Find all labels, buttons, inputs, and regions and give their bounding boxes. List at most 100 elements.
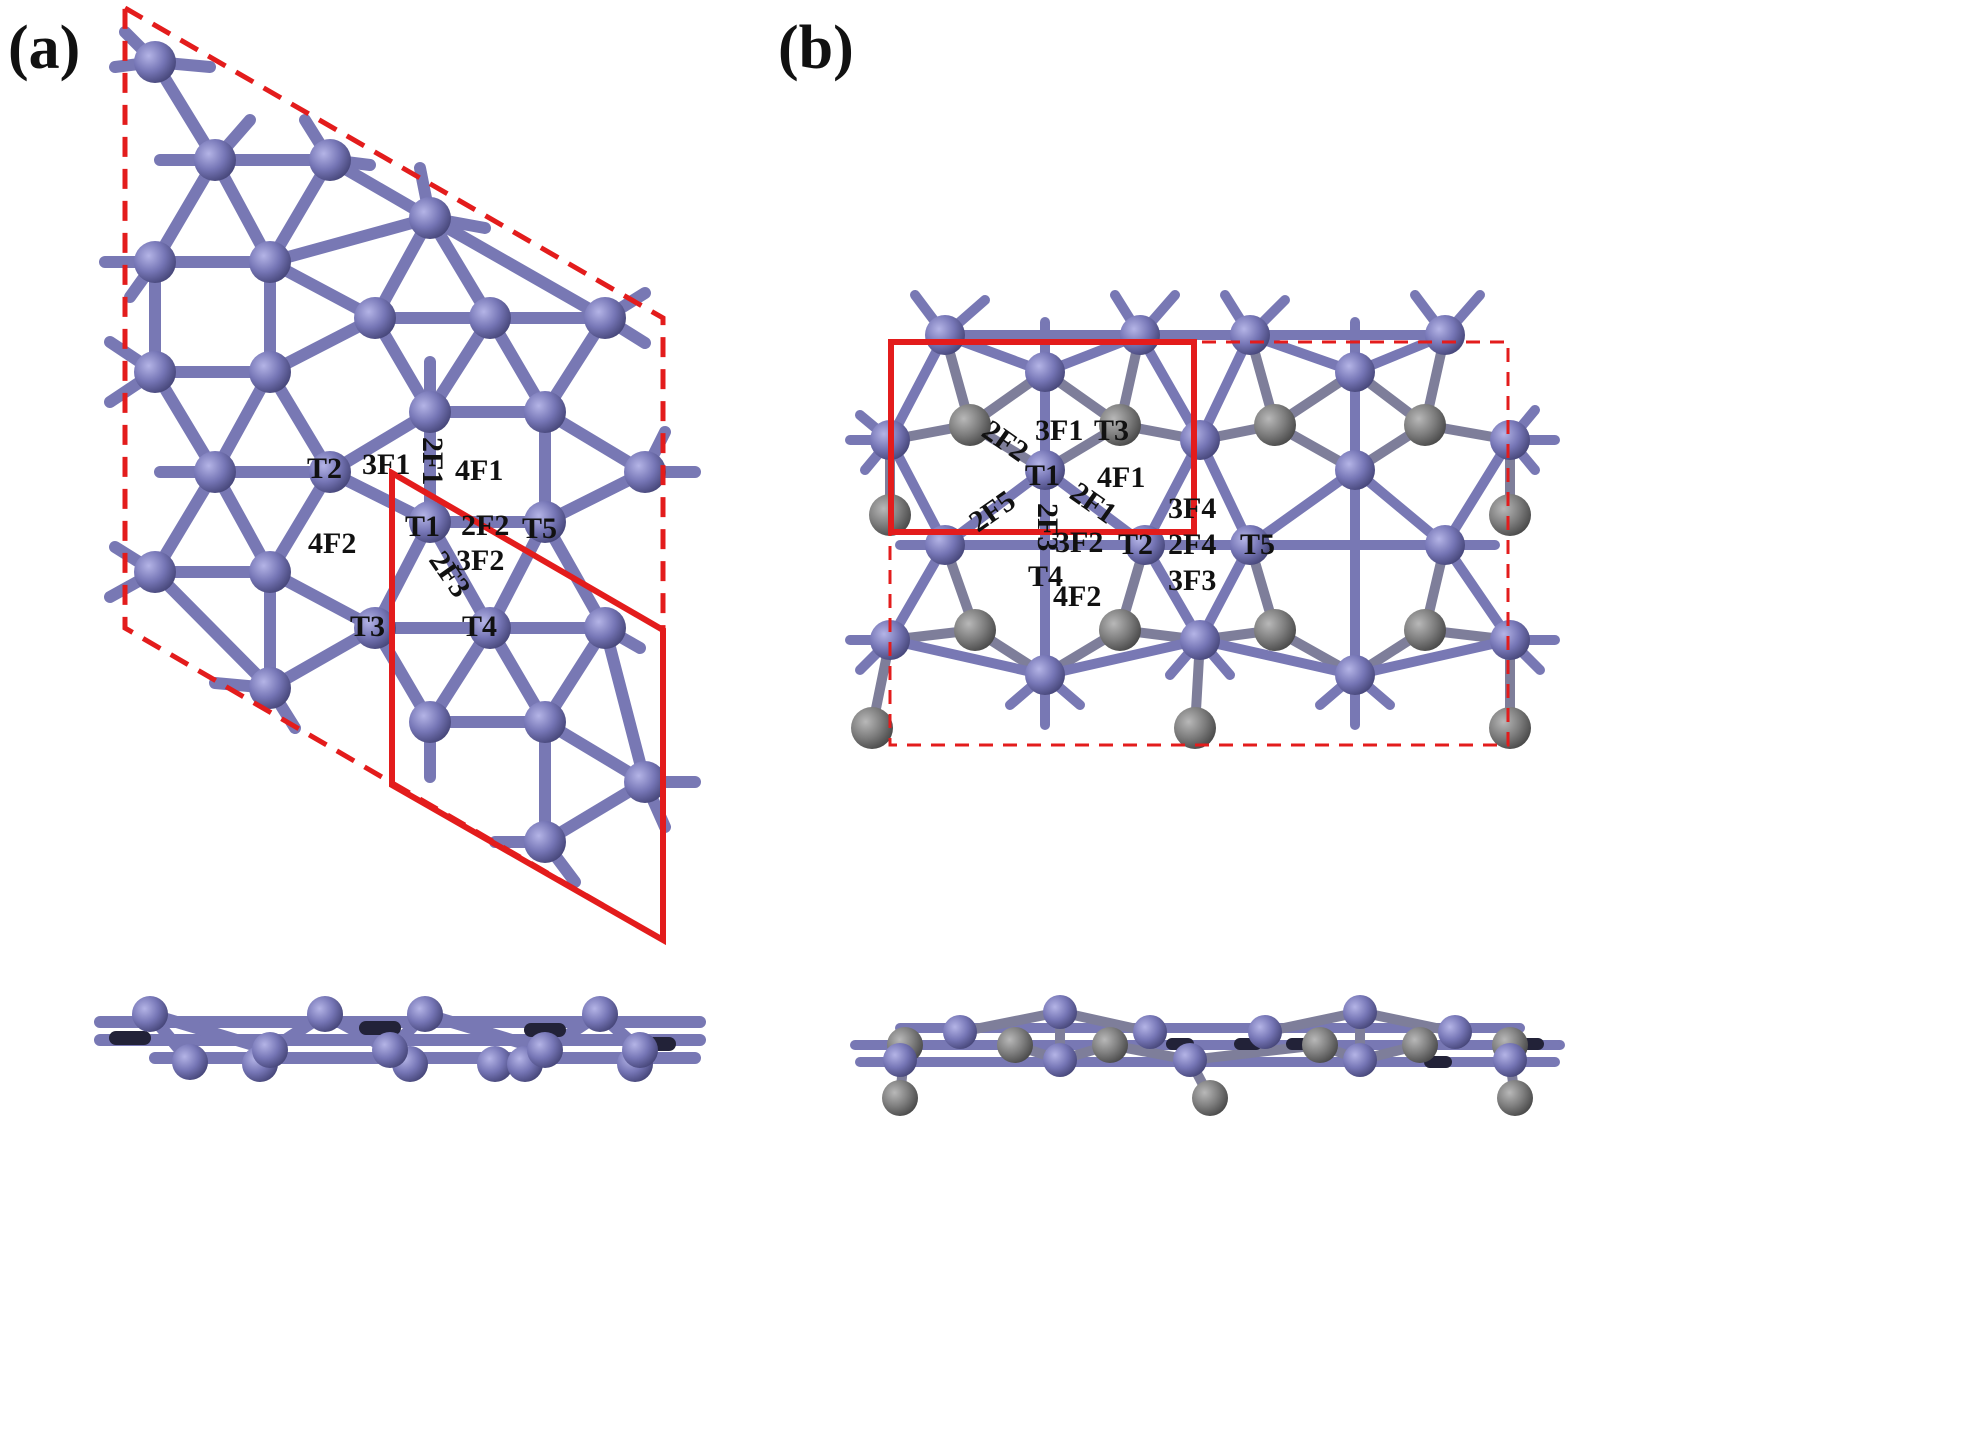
site-label-b-2f3: 2F3	[1031, 503, 1064, 551]
panel-b-carbon-atom	[949, 404, 991, 446]
panel-b-metal-atom	[1025, 352, 1065, 392]
panel-a-metal-atom	[624, 451, 666, 493]
panel-a-metal-atom	[249, 351, 291, 393]
panel-a-metal-atom	[354, 607, 396, 649]
panel-a-metal-atom	[524, 821, 566, 863]
panel-b-side-carbon-atom	[1497, 1080, 1533, 1116]
panel-b-side-metal-atom	[1343, 1043, 1377, 1077]
panel-a-metal-atom	[524, 391, 566, 433]
panel-a-metal-atom	[354, 297, 396, 339]
panel-a-lattice-atoms	[134, 41, 666, 863]
panel-b-metal-atom	[1425, 315, 1465, 355]
panel-b-side-carbon-atom	[1092, 1027, 1128, 1063]
panel-a-metal-atom	[524, 701, 566, 743]
panel-b-bond	[1440, 435, 1515, 550]
panel-b-metal-atom	[1180, 620, 1220, 660]
panel-b-bond	[1350, 635, 1515, 680]
panel-a-metal-atom	[134, 551, 176, 593]
panel-a-side-atom	[477, 1046, 513, 1082]
panel-a-bond	[599, 622, 651, 788]
site-label-b-2f4: 2F4	[1168, 528, 1216, 561]
site-label-b-3f1: 3F1	[1035, 414, 1083, 447]
site-label-a-t4: T4	[462, 610, 497, 643]
panel-b-side-metal-atom	[1493, 1043, 1527, 1077]
panel-a-side-atom	[527, 1032, 563, 1068]
site-label-b-3f3: 3F3	[1168, 564, 1216, 597]
panel-a-side-atom	[252, 1032, 288, 1068]
panel-b-metal-atom	[1230, 315, 1270, 355]
panel-b-metal-atom	[1025, 655, 1065, 695]
site-label-a-t1: T1	[405, 510, 440, 543]
site-label-b-t4: T4	[1028, 560, 1063, 593]
panel-b-lattice-atoms	[851, 315, 1531, 749]
site-label-b-3f4: 3F4	[1168, 492, 1216, 525]
panel-a-metal-atom	[409, 501, 451, 543]
panel-a-metal-atom	[134, 351, 176, 393]
panel-b-bond	[1040, 635, 1205, 680]
panel-b-side-metal-atom	[1043, 1043, 1077, 1077]
panel-b-carbon-atom	[1174, 707, 1216, 749]
panel-a-metal-atom	[309, 139, 351, 181]
panel-b-side-metal-atom	[1248, 1015, 1282, 1049]
site-label-b-t2: T2	[1118, 528, 1153, 561]
panel-a-side-bond	[144, 1008, 276, 1056]
panel-a-metal-atom	[249, 551, 291, 593]
site-label-a-t2: T2	[307, 452, 342, 485]
panel-b-metal-atom	[925, 315, 965, 355]
panel-b-side-carbon-atom	[1192, 1080, 1228, 1116]
panel-a-side-atom	[582, 996, 618, 1032]
panel-b-side-metal-atom	[1133, 1015, 1167, 1049]
panel-b-supercell-outline	[888, 340, 1510, 747]
panel-a-metal-atom	[409, 391, 451, 433]
panel-b-metal-atom	[1490, 420, 1530, 460]
panel-b-carbon-atom	[1489, 494, 1531, 536]
panel-a-metal-atom	[524, 501, 566, 543]
site-label-b-t1: T1	[1025, 459, 1060, 492]
panel-b-side-metal-atom	[1438, 1015, 1472, 1049]
panel-a-side-atom	[407, 996, 443, 1032]
panel-b-metal-atom	[1180, 420, 1220, 460]
panel-b-carbon-atom	[1404, 404, 1446, 446]
panel-b-carbon-atom	[1099, 404, 1141, 446]
panel-b-bond	[1195, 635, 1360, 680]
panel-b-metal-atom	[870, 620, 910, 660]
panel-a-side-atom	[372, 1032, 408, 1068]
panel-b-carbon-atom	[851, 707, 893, 749]
panel-a-metal-atom	[409, 197, 451, 239]
panel-b-label: (b)	[778, 14, 854, 82]
panel-a-side-bond	[419, 1008, 551, 1056]
site-label-a-4f1: 4F1	[455, 454, 503, 487]
panel-a-unit-cell-outline	[389, 467, 666, 946]
panel-a-side-atom	[132, 996, 168, 1032]
site-label-a-3f1: 3F1	[362, 448, 410, 481]
panel-a-side-atom	[622, 1032, 658, 1068]
panel-b-carbon-atom	[1254, 609, 1296, 651]
panel-b-carbon-atom	[1254, 404, 1296, 446]
panel-a-metal-atom	[194, 451, 236, 493]
panel-b-side-carbon-atom	[997, 1027, 1033, 1063]
panel-a-metal-atom	[194, 139, 236, 181]
panel-a-metal-atom	[309, 451, 351, 493]
panel-a-metal-atom	[134, 241, 176, 283]
panel-b-carbon-atom	[1404, 609, 1446, 651]
panel-a-metal-atom	[249, 241, 291, 283]
site-label-a-t5: T5	[522, 512, 557, 545]
panel-a-metal-atom	[409, 701, 451, 743]
panel-b-side-view	[850, 995, 1565, 1116]
site-label-a-t3: T3	[350, 610, 385, 643]
panel-a-bond	[264, 212, 436, 268]
site-label-b-t3: T3	[1094, 414, 1129, 447]
panel-b-metal-atom	[1425, 525, 1465, 565]
panel-b-side-carbon-atom	[1402, 1027, 1438, 1063]
panel-a-label: (a)	[8, 14, 80, 82]
panel-b-metal-atom	[1120, 315, 1160, 355]
panel-a-metal-atom	[584, 297, 626, 339]
panel-b-bond	[885, 635, 1050, 680]
panel-b-metal-atom	[1025, 450, 1065, 490]
panel-b-side-metal-atom	[1343, 995, 1377, 1029]
site-label-a-3f2: 3F2	[456, 544, 504, 577]
panel-a-side-atom	[172, 1044, 208, 1080]
panel-b-bond	[1245, 465, 1360, 550]
site-label-a-2f2: 2F2	[461, 509, 509, 542]
